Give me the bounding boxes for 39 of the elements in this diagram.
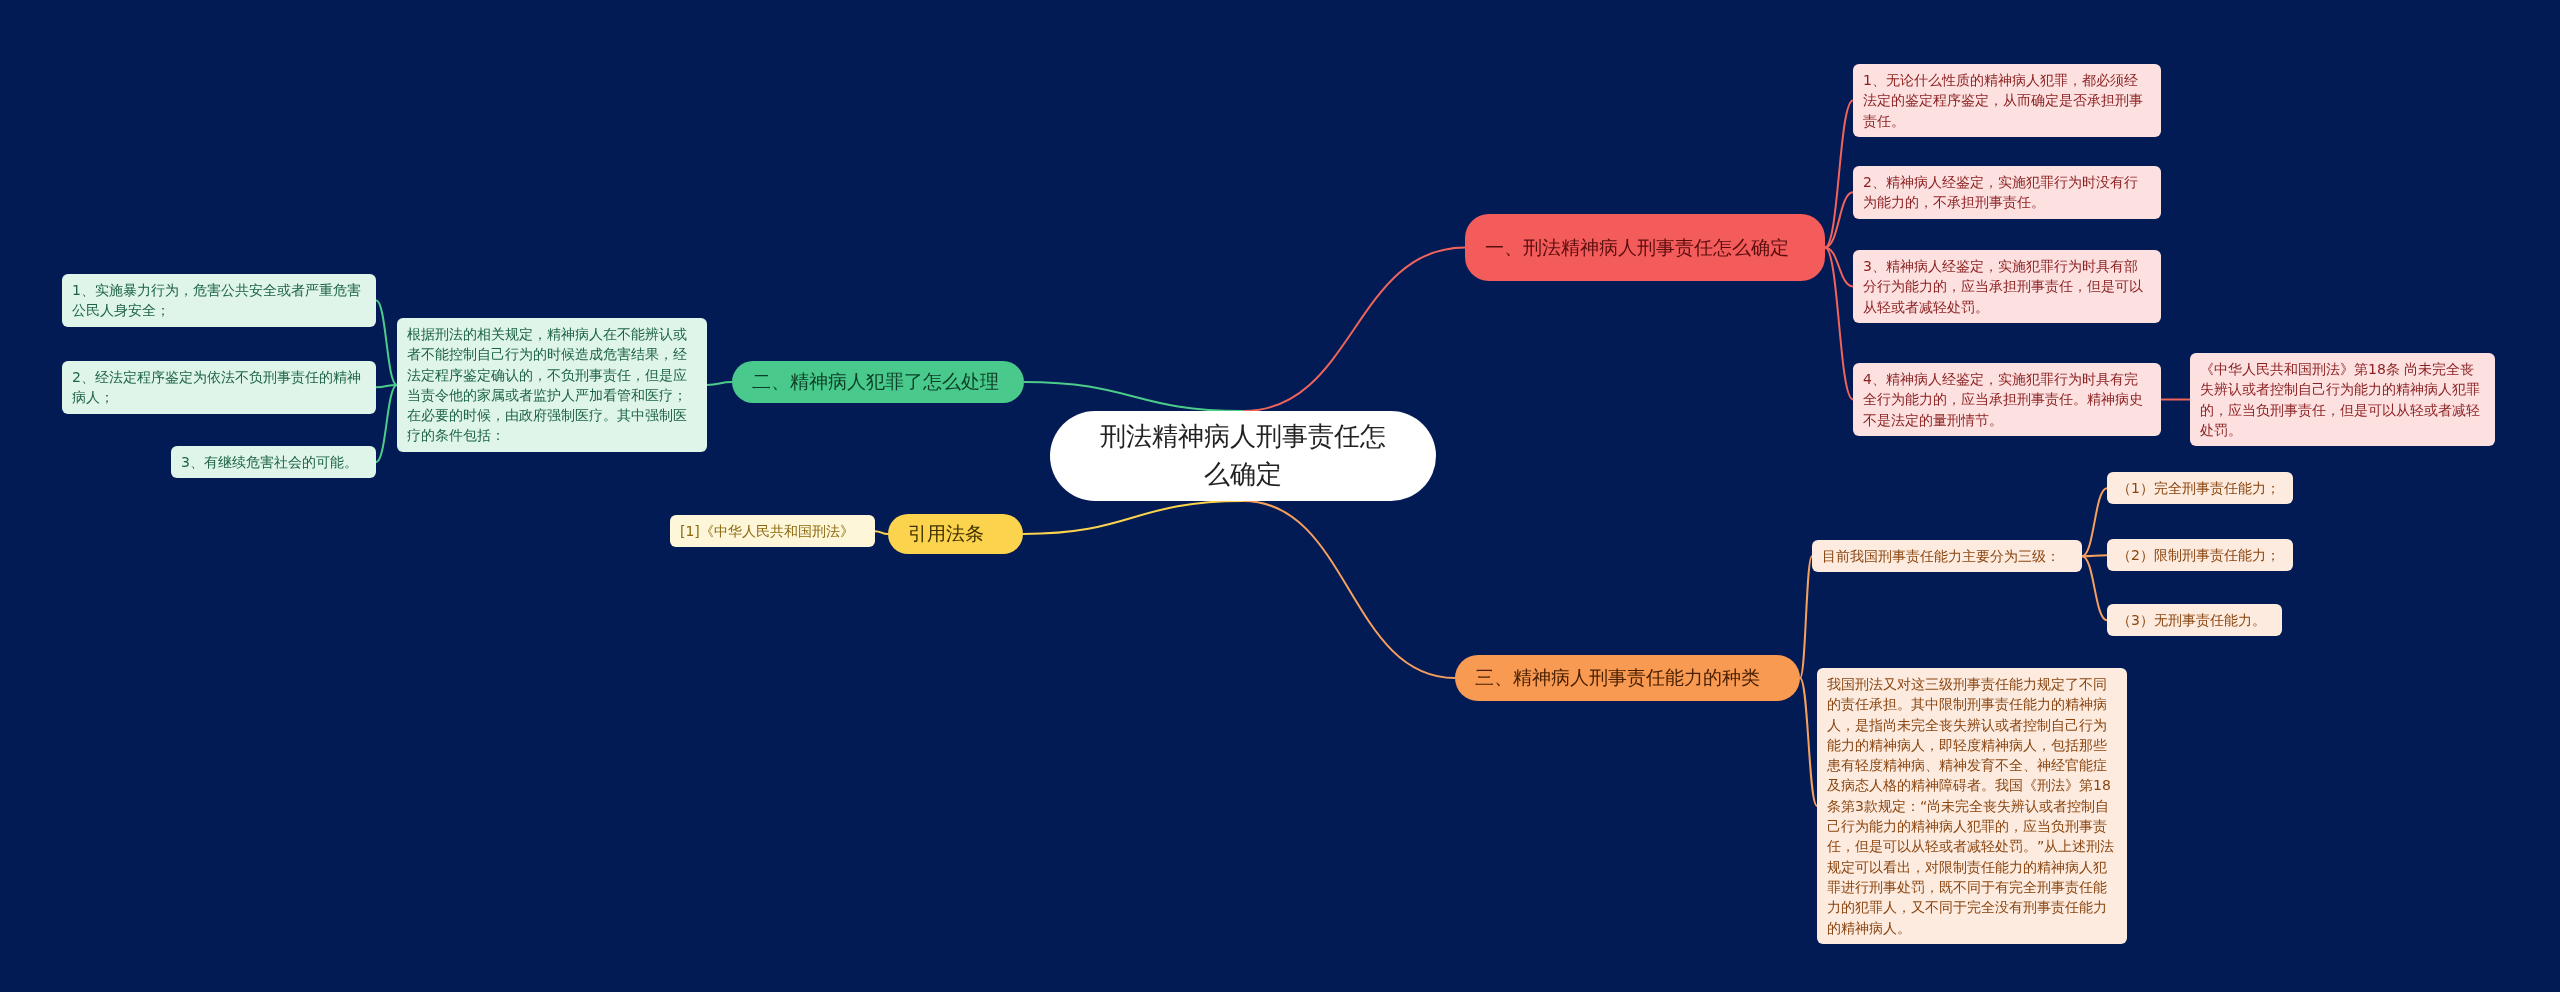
connector-line (2081, 487, 2108, 558)
subtopic-card: 3、有继续危害社会的可能。 (171, 446, 376, 479)
subtopic-card: 4、精神病人经鉴定，实施犯罪行为时具有完全行为能力的，应当承担刑事责任。精神病史不是法定的量刑情节。 (1853, 363, 2161, 436)
connector-line (1824, 191, 1854, 249)
branch-topic: 二、精神病人犯罪了怎么处理 (732, 361, 1024, 403)
subtopic-card: （2）限制刑事责任能力； (2107, 539, 2293, 572)
connector-line (1799, 677, 1818, 807)
connector-line (375, 383, 398, 389)
subtopic-card: 《中华人民共和国刑法》第18条 尚未完全丧失辨认或者控制自己行为能力的精神病人犯罪的，应当负刑事责任，但是可以从轻或者减轻处罚。 (2190, 353, 2495, 447)
subtopic-card: （1）完全刑事责任能力； (2107, 472, 2293, 505)
connector-line (1023, 381, 1244, 412)
connector-line (1799, 555, 1813, 679)
connector-line (1824, 246, 1854, 288)
subtopic-card: 1、实施暴力行为，危害公共安全或者严重危害公民人身安全； (62, 274, 376, 327)
subtopic-card: 1、无论什么性质的精神病人犯罪，都必须经法定的鉴定程序鉴定，从而确定是否承担刑事责任。 (1853, 64, 2161, 137)
subtopic-card: 目前我国刑事责任能力主要分为三级： (1812, 540, 2082, 573)
connector-line (1824, 246, 1854, 401)
subtopic-card: （3）无刑事责任能力。 (2107, 604, 2282, 637)
subtopic-card: 我国刑法又对这三级刑事责任能力规定了不同的责任承担。其中限制刑事责任能力的精神病人，是指尚未完全丧失辨认或者控制自己行为能力的精神病人，即轻度精神病人，包括那些患有轻度精神病、精神发育不全、神经官能症及病态人格的精神障碍者。我国《刑法》第18条第3款规定：“尚未完全丧失辨认或者控制自己行为能力的精神病人犯罪的，应当负刑事责任，但是可以从轻或者减轻处罚。”从上述刑法规定可以看出，对限制责任能力的精神病人犯罪进行刑事处罚，既不同于有完全刑事责任能力的犯罪人，又不同于完全没有刑事责任能力的精神病人。 (1817, 668, 2127, 944)
connector-line (874, 530, 889, 535)
branch-topic: 一、刑法精神病人刑事责任怎么确定 (1465, 214, 1825, 281)
connector-line (2081, 555, 2108, 622)
subtopic-card: 2、精神病人经鉴定，实施犯罪行为时没有行为能力的，不承担刑事责任。 (1853, 166, 2161, 219)
connector-line (2081, 554, 2108, 558)
connector-line (1242, 246, 1466, 412)
subtopic-card: 3、精神病人经鉴定，实施犯罪行为时具有部分行为能力的，应当承担刑事责任，但是可以从轻或者减轻处罚。 (1853, 250, 2161, 323)
subtopic-card: 2、经法定程序鉴定为依法不负刑事责任的精神病人； (62, 361, 376, 414)
connector-line (375, 383, 398, 464)
connector-line (1242, 500, 1456, 679)
branch-topic: 引用法条 (888, 514, 1023, 554)
connector-line (706, 381, 733, 386)
subtopic-card: [1]《中华人民共和国刑法》 (670, 515, 875, 548)
connector-line (375, 299, 398, 386)
connector-line (1022, 500, 1244, 535)
central-topic: 刑法精神病人刑事责任怎么确定 (1050, 411, 1436, 501)
connector-line (2160, 398, 2191, 401)
subtopic-card: 根据刑法的相关规定，精神病人在不能辨认或者不能控制自己行为的时候造成危害结果，经法定程序鉴定确认的，不负刑事责任，但是应当责令他的家属或者监护人严加看管和医疗；在必要的时候，由政府强制医疗。其中强制医疗的条件包括： (397, 318, 707, 452)
branch-topic: 三、精神病人刑事责任能力的种类 (1455, 655, 1800, 701)
connector-line (1824, 99, 1854, 249)
